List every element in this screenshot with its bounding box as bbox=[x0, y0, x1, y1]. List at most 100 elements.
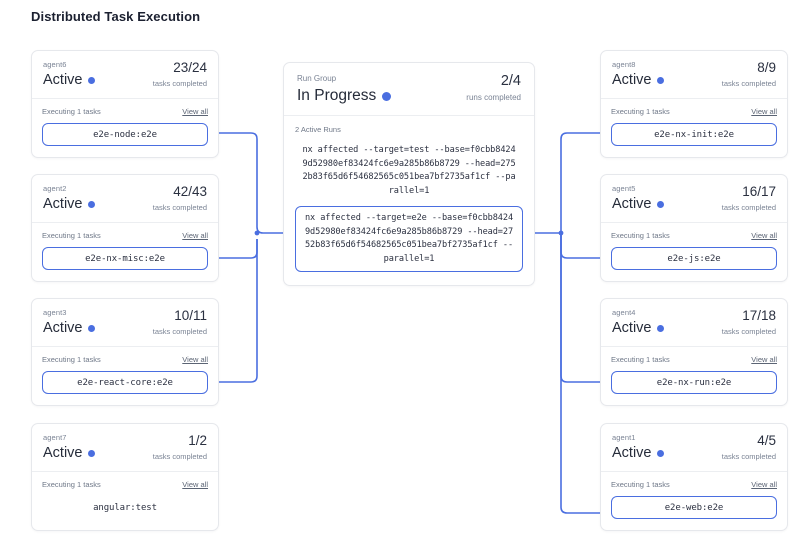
run-group-count: 2/4 runs completed bbox=[466, 73, 521, 104]
agent-card-agent5[interactable]: agent5 Active 16/17 tasks completed Exec… bbox=[600, 174, 788, 282]
agent-name: agent3 bbox=[43, 308, 67, 317]
agent-task-count: 16/17 tasks completed bbox=[722, 184, 776, 213]
status-dot-icon bbox=[87, 200, 95, 208]
run-group-header: Run Group In Progress 2/4 runs completed bbox=[284, 63, 534, 116]
task-count-label: tasks completed bbox=[152, 203, 207, 212]
executing-row: Executing 1 tasks View all bbox=[42, 480, 208, 489]
agent-name: agent2 bbox=[43, 184, 67, 193]
run-command[interactable]: nx affected --target=test --base=f0cbb84… bbox=[302, 145, 516, 196]
task-count-value: 16/17 bbox=[742, 184, 776, 199]
executing-label: Executing 1 tasks bbox=[611, 107, 670, 116]
task-pill[interactable]: e2e-web:e2e bbox=[611, 496, 777, 519]
task-pill[interactable]: e2e-nx-misc:e2e bbox=[42, 247, 208, 270]
status-dot-icon bbox=[656, 449, 664, 457]
junction-dot-left-bus bbox=[254, 230, 260, 236]
executing-row: Executing 1 tasks View all bbox=[611, 107, 777, 116]
agent-task-count: 4/5 tasks completed bbox=[722, 433, 776, 462]
agent-card-header: agent7 Active 1/2 tasks completed bbox=[32, 424, 218, 472]
agent-card-header: agent6 Active 23/24 tasks completed bbox=[32, 51, 218, 99]
agent-task-count: 23/24 tasks completed bbox=[153, 60, 207, 89]
task-count-label: tasks completed bbox=[721, 452, 776, 461]
task-count-label: tasks completed bbox=[721, 79, 776, 88]
agent-task-count: 42/43 tasks completed bbox=[153, 184, 207, 213]
run-group-status-label: In Progress bbox=[297, 87, 377, 104]
executing-label: Executing 1 tasks bbox=[42, 107, 101, 116]
view-all-link[interactable]: View all bbox=[182, 231, 208, 240]
status-dot-icon bbox=[656, 200, 664, 208]
agent-status-label: Active bbox=[43, 72, 83, 88]
executing-row: Executing 1 tasks View all bbox=[611, 355, 777, 364]
agent-card-header: agent1 Active 4/5 tasks completed bbox=[601, 424, 787, 472]
run-command-active[interactable]: nx affected --target=e2e --base=f0cbb842… bbox=[295, 206, 523, 272]
task-pill[interactable]: e2e-nx-run:e2e bbox=[611, 371, 777, 394]
view-all-link[interactable]: View all bbox=[751, 355, 777, 364]
agent-status: Active bbox=[43, 71, 207, 89]
view-all-link[interactable]: View all bbox=[751, 480, 777, 489]
agent-card-body: Executing 1 tasks View all e2e-nx-run:e2… bbox=[601, 347, 787, 405]
agent-task-count: 10/11 tasks completed bbox=[153, 308, 207, 337]
run-group-status: In Progress bbox=[297, 86, 521, 106]
task-pill[interactable]: e2e-nx-init:e2e bbox=[611, 123, 777, 146]
status-dot-icon bbox=[87, 76, 95, 84]
agent-name: agent7 bbox=[43, 433, 67, 442]
task-pill[interactable]: e2e-node:e2e bbox=[42, 123, 208, 146]
view-all-link[interactable]: View all bbox=[182, 107, 208, 116]
agent-card-body: Executing 1 tasks View all e2e-nx-misc:e… bbox=[32, 223, 218, 281]
executing-row: Executing 1 tasks View all bbox=[42, 231, 208, 240]
executing-row: Executing 1 tasks View all bbox=[42, 355, 208, 364]
agent-task-count: 17/18 tasks completed bbox=[722, 308, 776, 337]
agent-status-label: Active bbox=[612, 445, 652, 461]
agent-name: agent5 bbox=[612, 184, 636, 193]
task-count-value: 23/24 bbox=[173, 60, 207, 75]
agent-status-label: Active bbox=[612, 72, 652, 88]
agent-task-count: 1/2 tasks completed bbox=[153, 433, 207, 462]
executing-row: Executing 1 tasks View all bbox=[611, 231, 777, 240]
executing-label: Executing 1 tasks bbox=[611, 231, 670, 240]
agent-card-agent2[interactable]: agent2 Active 42/43 tasks completed Exec… bbox=[31, 174, 219, 282]
agent-status-label: Active bbox=[43, 196, 83, 212]
agent-card-agent1[interactable]: agent1 Active 4/5 tasks completed Execut… bbox=[600, 423, 788, 531]
agent-card-agent7[interactable]: agent7 Active 1/2 tasks completed Execut… bbox=[31, 423, 219, 531]
agent-card-body: Executing 1 tasks View all angular:test bbox=[32, 472, 218, 530]
task-count-value: 17/18 bbox=[742, 308, 776, 323]
agent-status: Active bbox=[612, 195, 776, 213]
run-group-label: Run Group bbox=[297, 74, 337, 83]
page-title: Distributed Task Execution bbox=[31, 9, 201, 24]
run-count-value: 2/4 bbox=[500, 73, 521, 89]
agent-card-agent8[interactable]: agent8 Active 8/9 tasks completed Execut… bbox=[600, 50, 788, 158]
run-group-card[interactable]: Run Group In Progress 2/4 runs completed… bbox=[283, 62, 535, 286]
task-pill[interactable]: e2e-react-core:e2e bbox=[42, 371, 208, 394]
task-count-value: 10/11 bbox=[174, 308, 207, 323]
agent-card-header: agent5 Active 16/17 tasks completed bbox=[601, 175, 787, 223]
agent-card-header: agent2 Active 42/43 tasks completed bbox=[32, 175, 218, 223]
view-all-link[interactable]: View all bbox=[182, 355, 208, 364]
agent-status-label: Active bbox=[612, 196, 652, 212]
task-count-label: tasks completed bbox=[152, 327, 207, 336]
task-pill[interactable]: e2e-js:e2e bbox=[611, 247, 777, 270]
status-dot-icon bbox=[382, 91, 392, 101]
agent-card-header: agent3 Active 10/11 tasks completed bbox=[32, 299, 218, 347]
agent-name: agent4 bbox=[612, 308, 636, 317]
task-count-value: 1/2 bbox=[188, 433, 207, 448]
agent-status: Active bbox=[612, 444, 776, 462]
agent-card-agent4[interactable]: agent4 Active 17/18 tasks completed Exec… bbox=[600, 298, 788, 406]
agent-status: Active bbox=[43, 444, 207, 462]
agent-card-agent6[interactable]: agent6 Active 23/24 tasks completed Exec… bbox=[31, 50, 219, 158]
task-count-value: 4/5 bbox=[757, 433, 776, 448]
view-all-link[interactable]: View all bbox=[182, 480, 208, 489]
agent-status: Active bbox=[612, 71, 776, 89]
agent-name: agent1 bbox=[612, 433, 636, 442]
view-all-link[interactable]: View all bbox=[751, 231, 777, 240]
status-dot-icon bbox=[656, 76, 664, 84]
agent-card-agent3[interactable]: agent3 Active 10/11 tasks completed Exec… bbox=[31, 298, 219, 406]
junction-dot-right-bus bbox=[558, 230, 564, 236]
agent-status-label: Active bbox=[43, 445, 83, 461]
task-count-value: 8/9 bbox=[757, 60, 776, 75]
executing-row: Executing 1 tasks View all bbox=[42, 107, 208, 116]
view-all-link[interactable]: View all bbox=[751, 107, 777, 116]
run-group-body: 2 Active Runs nx affected --target=test … bbox=[284, 116, 534, 285]
task-pill[interactable]: angular:test bbox=[42, 496, 208, 519]
executing-label: Executing 1 tasks bbox=[611, 480, 670, 489]
task-count-label: tasks completed bbox=[721, 203, 776, 212]
agent-status-label: Active bbox=[612, 320, 652, 336]
